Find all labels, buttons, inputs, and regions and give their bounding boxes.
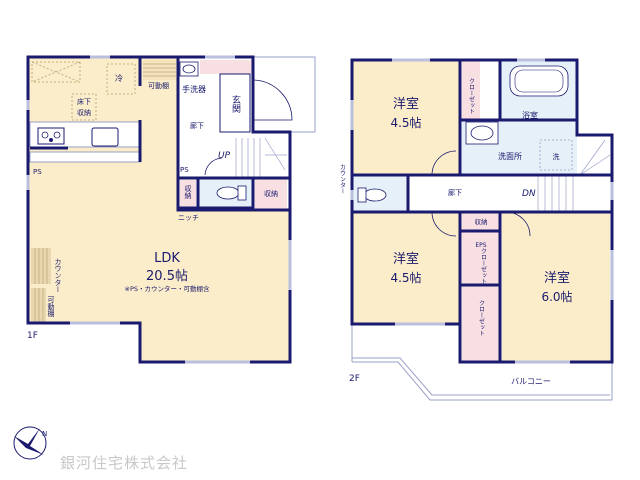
floor-1-label: 1F bbox=[27, 331, 38, 341]
bathtub-icon bbox=[509, 65, 569, 97]
entrance-label: 玄関 bbox=[230, 94, 241, 114]
company-name: 銀河住宅株式会社 bbox=[60, 454, 189, 472]
closet-south bbox=[462, 286, 500, 362]
ldk-name: LDK bbox=[154, 251, 180, 266]
ps-hall-label: PS bbox=[180, 166, 189, 174]
underfloor-label-1: 床下 bbox=[77, 97, 91, 106]
porch bbox=[252, 56, 316, 133]
fridge-label: 冷 bbox=[115, 73, 123, 83]
storage-right-1f bbox=[255, 178, 287, 210]
walls-2f bbox=[350, 58, 614, 364]
room-nw-size: 4.5帖 bbox=[390, 115, 421, 130]
closet-mid bbox=[462, 232, 500, 284]
room-sw-name: 洋室 bbox=[393, 251, 419, 267]
stairs-1f[interactable] bbox=[232, 138, 287, 178]
storage-dashed bbox=[31, 61, 81, 83]
shelf-top-label: 可動棚 bbox=[148, 81, 169, 90]
floor-2-label: 2F bbox=[349, 374, 360, 384]
sink-icon bbox=[91, 127, 119, 147]
room-nw-name: 洋室 bbox=[393, 96, 419, 112]
floor-1: 冷 床下 収納 可動棚 PS カウンター 可動棚 手洗器 廊下 玄関 UP PS… bbox=[26, 55, 316, 364]
closet-mid-label: クローゼット bbox=[480, 248, 487, 284]
hallway-1f-label: 廊下 bbox=[190, 121, 204, 130]
fridge-space bbox=[106, 63, 136, 95]
floor-2: 洋室 4.5帖 洋室 4.5帖 洋室 6.0帖 クローゼット クローゼット クロ… bbox=[339, 58, 614, 401]
kitchen-back-counter bbox=[29, 151, 141, 163]
entrance-genkan bbox=[219, 73, 251, 133]
hallway-2f-label: 廊下 bbox=[448, 188, 462, 197]
ldk-size: 20.5帖 bbox=[146, 269, 188, 284]
washbasin-icon bbox=[465, 121, 499, 145]
hallway-2f bbox=[408, 175, 613, 212]
storage-2f bbox=[462, 212, 500, 230]
underfloor-label-2: 収納 bbox=[77, 108, 91, 117]
shelf-left bbox=[31, 288, 46, 322]
counter-2f-label: カウンター bbox=[339, 164, 346, 194]
balcony-rail bbox=[352, 357, 610, 396]
entrance-door-swing bbox=[252, 79, 293, 121]
eps-label: EPS bbox=[475, 242, 486, 249]
handwash-label: 手洗器 bbox=[182, 84, 206, 94]
room-se-2f bbox=[502, 212, 610, 362]
stairs-down-label: DN bbox=[522, 189, 536, 199]
ldk-note: ※PS・カウンター・可動棚含 bbox=[125, 284, 210, 293]
room-sw-2f bbox=[352, 212, 460, 324]
balcony-label: バルコニー bbox=[511, 377, 551, 386]
toilet-icon bbox=[216, 186, 240, 200]
north-compass-icon: N bbox=[13, 426, 47, 460]
niche-label: ニッチ bbox=[178, 214, 199, 222]
bathroom-label: 浴室 bbox=[522, 110, 538, 120]
handwash-sink-icon bbox=[179, 61, 199, 77]
storage-small-1f bbox=[180, 180, 196, 207]
shelf-left-label: 可動棚 bbox=[47, 296, 55, 318]
washer-label: 洗 bbox=[553, 152, 560, 161]
storage-2f-label: 収納 bbox=[475, 217, 488, 226]
stairs-2f[interactable] bbox=[537, 134, 611, 212]
closet-south-label: クローゼット bbox=[478, 300, 485, 336]
storage-small-label: 収納 bbox=[184, 185, 192, 200]
storage-right-label: 収納 bbox=[264, 189, 278, 198]
closet-north bbox=[462, 60, 480, 120]
underfloor-storage bbox=[71, 93, 97, 121]
door-swing bbox=[204, 157, 223, 176]
room-se-size: 6.0帖 bbox=[541, 289, 572, 304]
washroom-label: 洗面所 bbox=[498, 151, 522, 161]
windows-1f bbox=[26, 55, 292, 364]
counter-left bbox=[31, 248, 51, 284]
washer-space bbox=[539, 139, 573, 171]
room-sw-size: 4.5帖 bbox=[390, 270, 421, 285]
closet-north-label: クローゼット bbox=[468, 78, 475, 114]
handwash-counter bbox=[200, 60, 253, 74]
toilet-icon-2f bbox=[363, 188, 387, 202]
movable-shelf-top bbox=[143, 60, 176, 80]
stairs-up-label: UP bbox=[218, 151, 231, 161]
counter-left-label: カウンター bbox=[54, 258, 62, 293]
ps-kitchen-label: PS bbox=[33, 168, 42, 176]
room-se-name: 洋室 bbox=[544, 270, 570, 286]
compass-letter: N bbox=[42, 430, 47, 438]
windows-2f bbox=[350, 58, 614, 364]
